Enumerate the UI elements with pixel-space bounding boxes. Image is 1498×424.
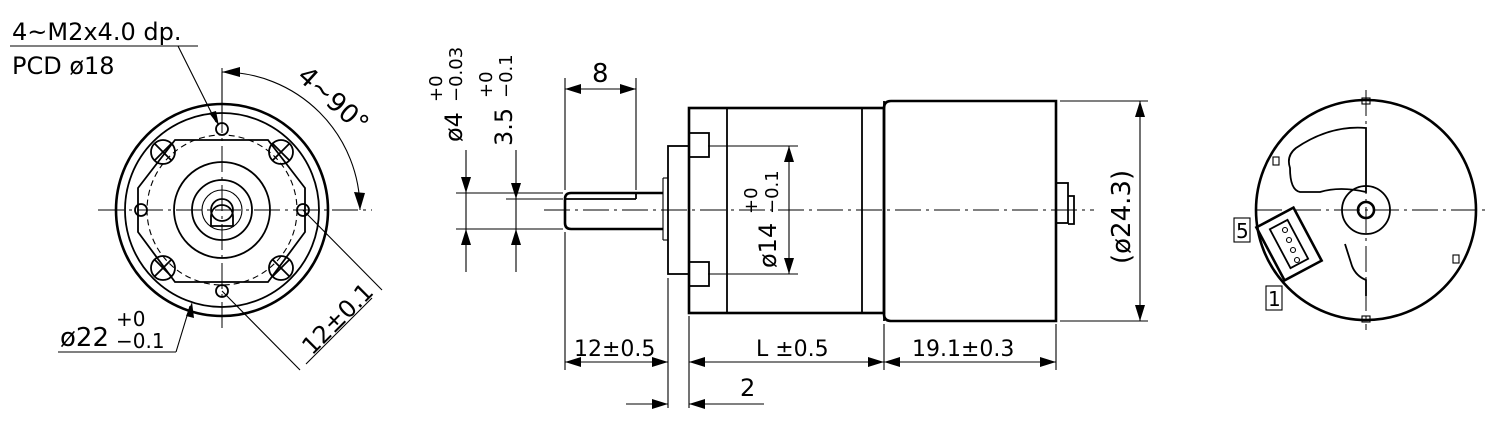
pin-1-box — [1265, 285, 1283, 311]
rim-mark-bottom — [1361, 315, 1371, 323]
diameter-tol-lower: −0.1 — [116, 329, 165, 353]
pin-c — [1289, 246, 1297, 254]
gearbox-screw-top — [688, 132, 710, 158]
shaft-tol-lower: −0.03 — [446, 47, 467, 102]
shaft-dia-arrow-bottom — [461, 229, 471, 245]
pilot-arrow-top — [784, 146, 794, 162]
motor-length-label: 19.1±0.3 — [912, 337, 1014, 362]
gearbox-length-arrow-left — [689, 357, 705, 367]
faceplate — [137, 139, 306, 283]
pin-1-label: 1 — [1268, 287, 1281, 311]
thread-note: 4~M2x4.0 dp. — [12, 18, 181, 46]
shaft-length-arrow-right — [652, 357, 668, 367]
output-bushing — [191, 179, 253, 241]
rear-pcb-cutout — [1287, 126, 1367, 194]
pin-a — [1281, 226, 1289, 234]
pilot-length-arrow-left — [652, 399, 668, 409]
motor-length-arrow-left — [884, 357, 900, 367]
motor-length-arrow-right — [1040, 357, 1056, 367]
bushing-inner — [201, 189, 243, 231]
flat-arrow-top — [511, 183, 521, 199]
angle-arrow-start — [222, 67, 240, 77]
flat-label: 3.5 — [490, 108, 518, 146]
shaft-length-arrow-left — [565, 357, 581, 367]
screw-top-left — [150, 139, 176, 165]
tapped-hole-top — [215, 122, 229, 136]
spacing-extension-a — [302, 209, 383, 291]
rim-mark-right — [1452, 254, 1460, 264]
thread-note-arrow — [209, 111, 219, 126]
pilot-arrow-bottom — [784, 258, 794, 274]
motor-end-boss — [1055, 182, 1069, 224]
gearbox-screw-bottom — [688, 261, 710, 287]
pilot-boss — [667, 145, 690, 275]
screw-bottom-left — [150, 255, 176, 281]
angle-arc — [221, 71, 361, 211]
motor-dia-arrow-top — [1135, 101, 1145, 117]
shaft-tol-upper: +0 — [426, 75, 447, 102]
pilot-tol-upper: +0 — [741, 187, 762, 214]
pin-5-label: 5 — [1236, 219, 1249, 243]
rear-pcb-lower — [1344, 243, 1367, 296]
rear-view: 5 1 — [1233, 90, 1488, 330]
encoder-connector-inner — [1268, 218, 1310, 270]
flat-tol-lower: −0.1 — [496, 54, 517, 98]
spacing-dimension-line — [305, 297, 373, 365]
tapped-hole-left — [134, 203, 148, 217]
rear-bearing-outer — [1341, 185, 1391, 235]
shaft-dia-arrow-top — [461, 177, 471, 193]
motor-dia-arrow-bottom — [1135, 305, 1145, 321]
spacing-extension-b — [221, 290, 301, 371]
rear-shaft — [1356, 200, 1376, 220]
shaft-end — [210, 204, 234, 227]
rim-mark-left — [1272, 156, 1280, 166]
pilot-diameter-label: ø14 — [754, 223, 782, 268]
front-view: 4~M2x4.0 dp. PCD ø18 4~90° 12±0.1 ø22 +0… — [10, 18, 383, 371]
bearing-boss — [173, 161, 271, 259]
motor-diameter-label: (ø24.3) — [1107, 170, 1137, 264]
output-shaft — [563, 191, 663, 231]
motor-can — [882, 99, 1058, 323]
encoder-connector — [1254, 205, 1324, 283]
screw-top-right — [268, 139, 294, 165]
flat-length-arrow-right — [620, 84, 636, 94]
flat-tol-upper: +0 — [476, 71, 497, 98]
rim-mark-top — [1361, 97, 1371, 105]
tapped-hole-bottom — [215, 284, 229, 298]
angle-arrow-end — [354, 192, 365, 210]
motor-rear-outline — [1254, 98, 1478, 322]
motor-rear-bearing — [1068, 195, 1075, 225]
thread-note-leader — [177, 45, 217, 123]
shaft-hole — [210, 198, 234, 222]
pin-b — [1285, 236, 1293, 244]
pilot-length-arrow-right — [689, 399, 705, 409]
side-view: ø4 +0 −0.03 3.5 +0 −0.1 8 ø14 +0 −0.1 (ø… — [426, 47, 1148, 409]
flat-length-arrow-left — [565, 84, 581, 94]
shaft-length-label: 12±0.5 — [574, 337, 655, 362]
flat-length-label: 8 — [592, 59, 609, 89]
pin-d — [1293, 256, 1301, 264]
gearbox-length-label: L ±0.5 — [756, 337, 829, 362]
diameter-tol-upper: +0 — [116, 307, 145, 331]
diameter-label: ø22 — [60, 323, 109, 353]
pilot-tol-lower: −0.1 — [762, 170, 783, 214]
screw-bottom-right — [268, 255, 294, 281]
diameter-arrow — [186, 302, 194, 318]
flat-arrow-bottom — [511, 229, 521, 245]
pcd-note: PCD ø18 — [12, 52, 115, 80]
pilot-length-label: 2 — [740, 374, 755, 402]
pin-5-box — [1233, 217, 1251, 243]
spacing-label: 12±0.1 — [296, 278, 379, 361]
tapped-hole-right — [296, 203, 310, 217]
shaft-diameter-label: ø4 — [440, 112, 468, 142]
gearbox-length-arrow-right — [868, 357, 884, 367]
